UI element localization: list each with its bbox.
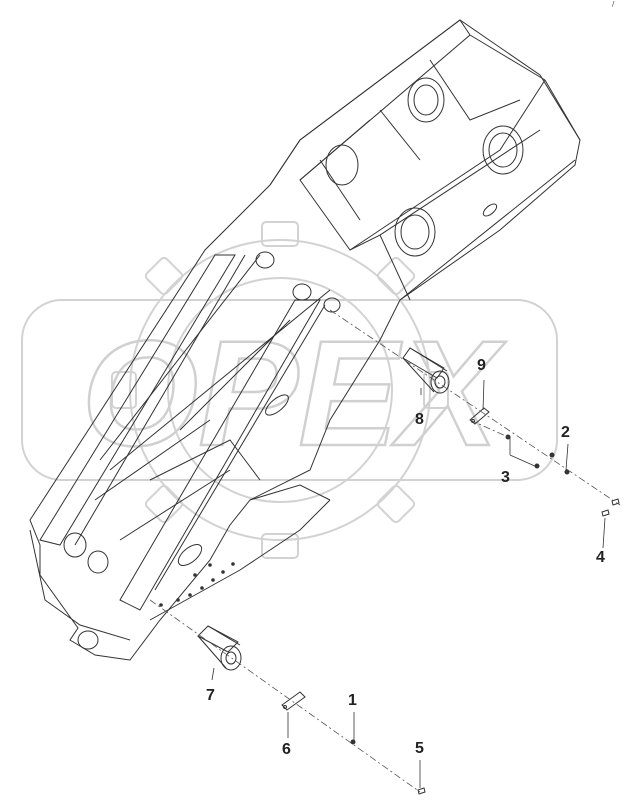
frame-bores <box>63 77 524 650</box>
callout-9: 9 <box>477 357 486 374</box>
pin-lower-7 <box>197 625 242 671</box>
watermark-gear <box>111 221 449 559</box>
callout-5: 5 <box>415 740 424 757</box>
assembly-centerlines <box>149 309 621 793</box>
flange-holes <box>159 562 235 607</box>
callout-2: 2 <box>561 424 570 441</box>
callout-7: 7 <box>206 687 215 704</box>
callout-4: 4 <box>596 549 605 566</box>
callout-8: 8 <box>415 411 424 428</box>
callout-1: 1 <box>348 692 357 709</box>
pin-upper-8 <box>402 347 450 394</box>
callout-3: 3 <box>501 469 510 486</box>
retaining-plate-6 <box>281 691 306 711</box>
leader-lines <box>211 379 606 788</box>
callout-6: 6 <box>282 741 291 758</box>
corner-mark: / <box>612 0 615 8</box>
